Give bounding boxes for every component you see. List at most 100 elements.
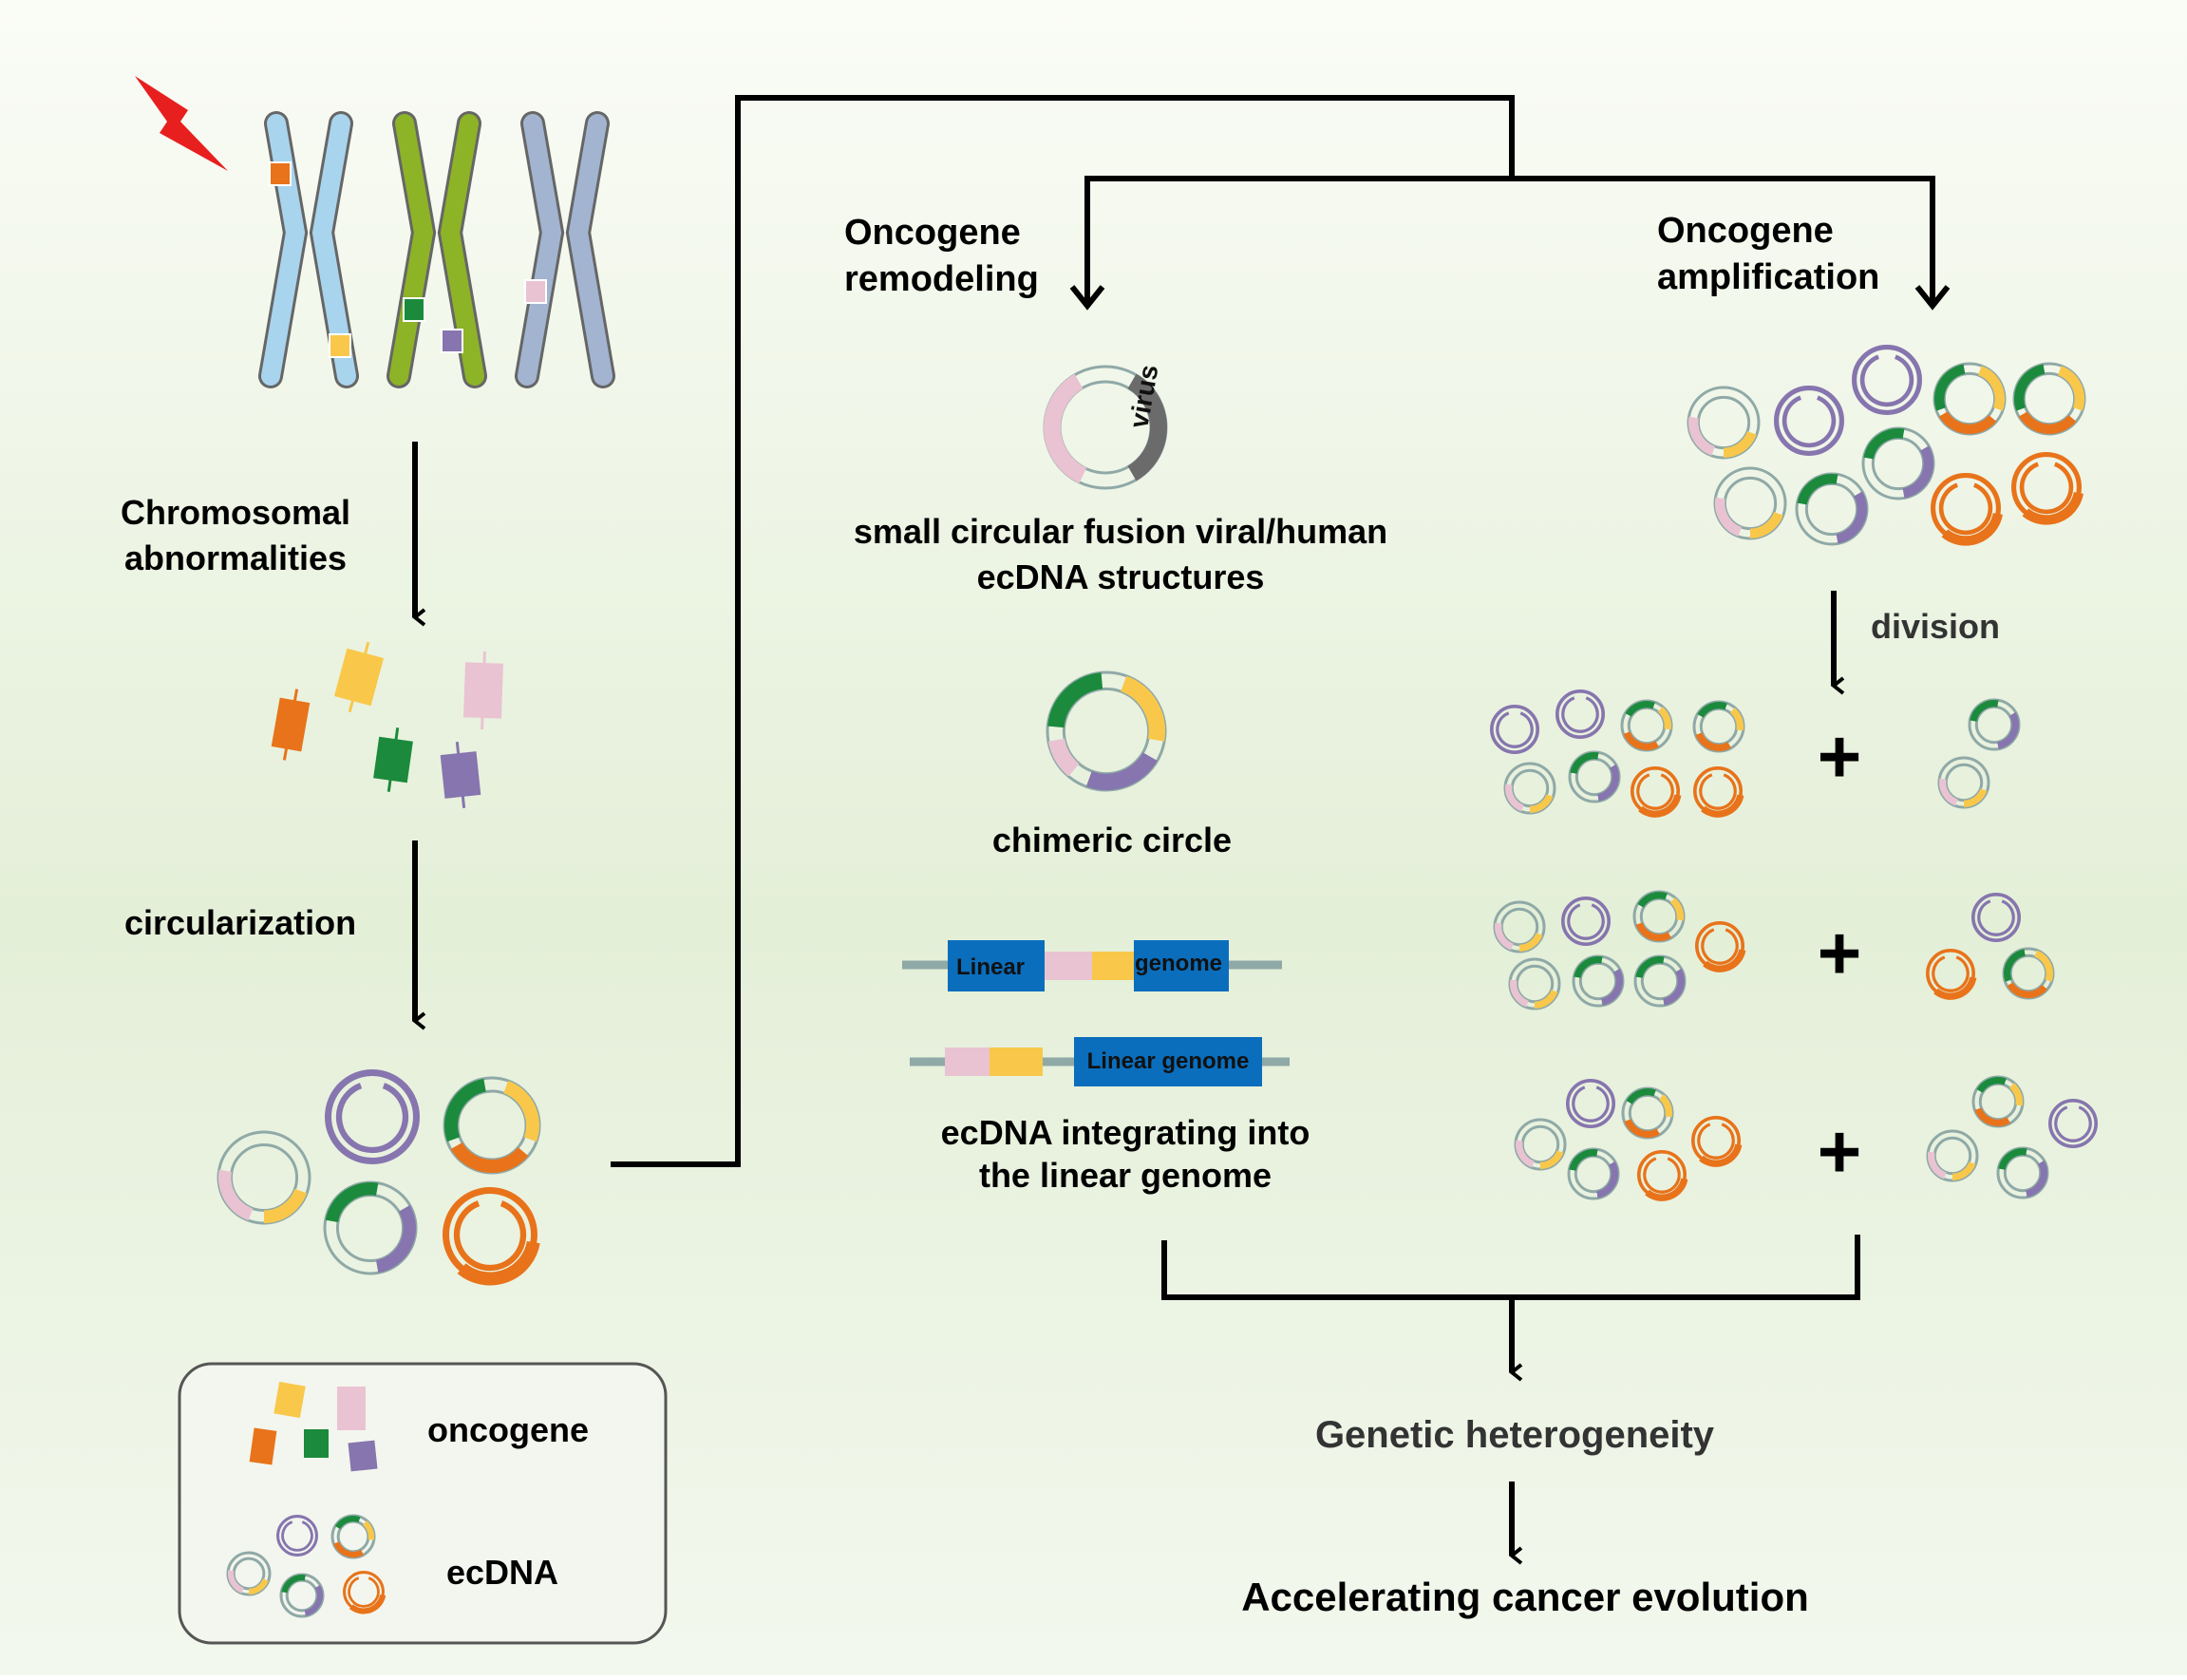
plus-sign-2: + bbox=[1818, 911, 1862, 995]
yellow-segment bbox=[1729, 708, 1744, 731]
purple-segment bbox=[1902, 445, 1933, 499]
orange-thick-arc bbox=[2022, 491, 2083, 525]
yellow-segment bbox=[2034, 950, 2053, 982]
ring-inner bbox=[1942, 371, 1997, 426]
purple-segment bbox=[1596, 764, 1619, 802]
yellow-segment bbox=[1120, 675, 1165, 742]
chromosome-group bbox=[258, 111, 615, 388]
orange-inner-ring bbox=[453, 1200, 527, 1272]
orange-thick-arc bbox=[1638, 794, 1682, 818]
ecdna-circle-greenPurple bbox=[1633, 954, 1687, 1008]
plus-sign-3: + bbox=[1818, 1109, 1862, 1194]
pink-segment bbox=[1044, 373, 1087, 483]
yellow-segment bbox=[1518, 933, 1543, 952]
purple-band bbox=[441, 329, 463, 353]
purple-inner-ring bbox=[1572, 1085, 1610, 1123]
purple-inner-ring bbox=[335, 1083, 409, 1154]
orange-inner-ring bbox=[1697, 1123, 1735, 1160]
header-amplification-1: Oncogene bbox=[1657, 211, 1834, 251]
green-segment bbox=[1574, 956, 1603, 979]
chromosome-blue bbox=[258, 111, 359, 388]
purple-inner-ring bbox=[1977, 899, 2015, 936]
ring-inner bbox=[1696, 395, 1751, 450]
virus-segment bbox=[1127, 373, 1167, 481]
ecdna-circle-greenOrange bbox=[1620, 699, 1673, 752]
ecdna-cluster-left bbox=[217, 1069, 541, 1286]
orange-ecdna-circle bbox=[343, 1571, 386, 1614]
orange-ecdna-circle bbox=[1636, 1149, 1688, 1201]
orange-segment bbox=[2007, 982, 2047, 998]
legend-oncogene-swatches bbox=[249, 1381, 378, 1472]
header-amplification-2: amplification bbox=[1657, 257, 1879, 297]
ecdna-circle-pinkYellow bbox=[1687, 386, 1761, 460]
lightning-icon bbox=[135, 76, 228, 171]
legend-ecdna-swatches bbox=[226, 1514, 386, 1618]
ecdna-circle-greenYellowOrange bbox=[1932, 362, 2007, 436]
orange-thick-arc bbox=[1933, 976, 1977, 1000]
purple-outer-ring bbox=[1851, 344, 1922, 415]
legend-ecdna-label: ecDNA bbox=[446, 1553, 558, 1592]
fragment-purple bbox=[440, 742, 481, 808]
ecdna-circle-pinkYellow bbox=[226, 1551, 272, 1596]
ring-inner bbox=[1978, 1082, 2018, 1122]
green-segment bbox=[325, 1182, 379, 1223]
ring-inner bbox=[1804, 481, 1859, 537]
ring-inner bbox=[1628, 1093, 1668, 1133]
ecdna-circle-pinkYellow bbox=[217, 1130, 311, 1225]
ring-inner bbox=[285, 1578, 319, 1613]
orange-inner-ring bbox=[348, 1576, 380, 1608]
orange-inner-ring bbox=[1699, 773, 1737, 810]
purple-outer-ring bbox=[1489, 705, 1539, 755]
orange-ecdna-circle bbox=[1925, 949, 1977, 1000]
ecdna-circle-greenPurple bbox=[1861, 426, 1935, 500]
legend-box bbox=[178, 1362, 668, 1645]
green-band bbox=[403, 297, 425, 322]
fragment-green bbox=[373, 727, 413, 792]
purple-segment bbox=[2025, 1161, 2047, 1198]
chromatid bbox=[311, 114, 356, 386]
ecdna-circle-pinkYellow bbox=[1713, 466, 1787, 540]
legend-orange bbox=[249, 1427, 277, 1465]
pink-segment bbox=[1505, 783, 1524, 812]
purple-segment bbox=[1595, 1161, 1618, 1199]
fragment-yellow bbox=[333, 641, 385, 713]
orange-thick-arc bbox=[1699, 1143, 1743, 1167]
legend-pink bbox=[337, 1387, 366, 1430]
purple-ecdna-circle bbox=[1773, 385, 1844, 456]
orange-inner-ring bbox=[1701, 928, 1739, 965]
ecdna-circle-greenPurple bbox=[1568, 750, 1621, 803]
yellow-segment bbox=[263, 1188, 308, 1223]
green-segment bbox=[1934, 364, 1966, 411]
ecdna-circle-pinkYellow bbox=[1937, 756, 1990, 809]
orange-segment bbox=[1623, 731, 1659, 750]
green-segment bbox=[1047, 672, 1103, 728]
fragment-orange bbox=[271, 689, 311, 761]
arrowhead-remodeling bbox=[1069, 285, 1105, 311]
ecdna-circle-greenPurple bbox=[1572, 954, 1625, 1008]
ecdna-circle-pinkYellow bbox=[1508, 957, 1561, 1010]
orange-ecdna-circle bbox=[1690, 1115, 1743, 1167]
orange-thick-arc bbox=[1703, 949, 1746, 972]
green-segment bbox=[334, 1516, 361, 1530]
legend-green bbox=[304, 1429, 329, 1458]
connector-main bbox=[611, 95, 1515, 1167]
yellow-segment bbox=[1529, 794, 1554, 813]
yellow-segment bbox=[1669, 897, 1684, 921]
purple-segment bbox=[304, 1585, 323, 1616]
purple-ecdna-circle bbox=[276, 1515, 319, 1557]
ecdna-circle-greenPurple bbox=[1795, 472, 1869, 546]
label-heterogeneity: Genetic heterogeneity bbox=[1315, 1414, 1715, 1456]
label-division: division bbox=[1871, 607, 2000, 646]
pink-segment bbox=[1939, 778, 1958, 806]
orange-segment bbox=[2018, 411, 2077, 434]
purple-ecdna-circle bbox=[2048, 1098, 2099, 1148]
ring-inner bbox=[1578, 961, 1618, 1001]
label-evolution: Accelerating cancer evolution bbox=[1241, 1575, 1809, 1619]
green-segment bbox=[1637, 892, 1668, 908]
green-segment bbox=[1970, 700, 1999, 723]
green-segment bbox=[1635, 956, 1665, 979]
orange-ecdna-circle bbox=[443, 1187, 540, 1286]
purple-segment bbox=[375, 1205, 416, 1274]
ring-inner bbox=[2003, 1153, 2043, 1193]
yellow-segment bbox=[1657, 707, 1671, 730]
